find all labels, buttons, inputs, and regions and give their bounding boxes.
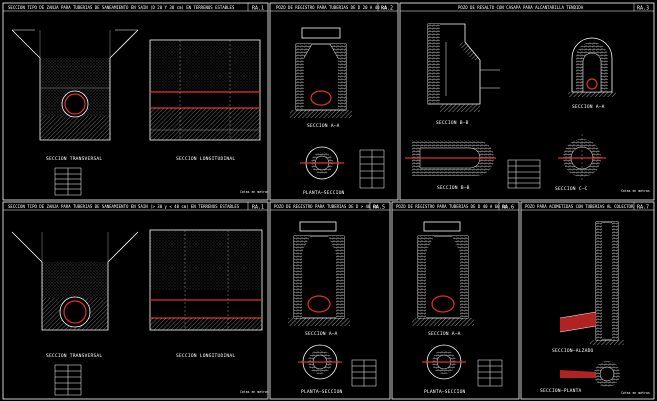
sheet-ra5: POZO DE REGISTRO PARA TUBERIAS DE D > 40…	[269, 201, 391, 400]
dimension-table	[351, 359, 377, 387]
sheet-ra1-bottom: SECCION TIPO DE ZANJA PARA TUBERIAS DE S…	[2, 201, 269, 400]
cotas-note: Cotas en metros	[240, 190, 269, 194]
caption: SECCION A—A	[307, 123, 340, 129]
dimension-table	[477, 359, 503, 387]
sheet-code: RA.6	[502, 205, 514, 211]
sheet-code: RA.5	[373, 205, 385, 211]
sheet-ra6: POZO DE REGISTRO PARA TUBERIAS DE D 40 A…	[391, 201, 520, 400]
manhole-section	[288, 221, 350, 326]
caption: SECCION—ALZADO	[552, 348, 594, 354]
connection-shaft-elevation	[559, 221, 624, 345]
manhole-plan	[298, 344, 342, 380]
manhole-plan	[300, 146, 344, 180]
sheet-title: SECCION TIPO DE ZANJA PARA TUBERIAS DE S…	[8, 5, 235, 10]
trench-longitudinal	[149, 39, 261, 141]
drop-manhole-plan-bb	[405, 140, 496, 176]
caption: PLANTA—SECCION	[301, 389, 343, 395]
cotas-note: Cotas en metros	[621, 391, 650, 395]
manhole-plan	[422, 344, 466, 380]
sheet-code: RA.1	[252, 205, 264, 211]
caption: SECCION A—A	[428, 331, 461, 337]
caption: SECCION TRANSVERSAL	[46, 156, 102, 162]
sheet-code: RA.1	[252, 6, 264, 12]
caption: SECCION C—C	[555, 186, 588, 192]
manhole-section	[290, 27, 352, 118]
caption: PLANTA—SECCION	[424, 389, 466, 395]
caption: SECCION TRANSVERSAL	[46, 353, 102, 359]
dimension-table	[54, 167, 82, 196]
sheet-title: SECCION TIPO DE ZANJA PARA TUBERIAS DE S…	[8, 204, 240, 209]
sheet-ra2: POZO DE REGISTRO PARA TUBERIAS DE D 20 A…	[269, 2, 399, 201]
caption: SECCION LONGITUDINAL	[176, 353, 235, 359]
sheet-ra7: POZO PARA ACOMETIDAS CON TUBERIAS AL COL…	[520, 201, 655, 400]
cotas-note: Cotas en metros	[240, 390, 269, 394]
caption: SECCION A—A	[305, 331, 338, 337]
dimension-table	[507, 159, 541, 189]
connection-shaft-plan	[560, 361, 620, 387]
sheet-code: RA.2	[381, 6, 393, 12]
sheet-title: POZO DE REGISTRO PARA TUBERIAS DE D 20 A…	[276, 5, 387, 10]
caption: SECCION LONGITUDINAL	[176, 156, 235, 162]
caption: SECCION—PLANTA	[540, 388, 582, 394]
sheet-code: RA.3	[637, 6, 649, 12]
drop-manhole-section-bb	[427, 23, 500, 112]
caption: SECCION A—A	[572, 104, 605, 110]
sheet-code: RA.7	[637, 205, 649, 211]
dimension-table	[54, 364, 82, 396]
trench-transversal	[11, 231, 139, 331]
sheet-title: POZO DE REGISTRO PARA TUBERIAS DE D > 40…	[274, 204, 378, 209]
manhole-section	[412, 221, 474, 326]
drop-manhole-section-aa	[568, 37, 616, 97]
cotas-note: Cotas en metros	[621, 189, 650, 193]
caption: SECCION B—B	[437, 185, 470, 191]
sheet-title: POZO PARA ACOMETIDAS CON TUBERIAS AL COL…	[525, 204, 634, 209]
sheet-ra3: POZO DE RESALTO CON CASAPA PARA ALCANTAR…	[399, 2, 655, 201]
drop-manhole-plan-cc	[558, 134, 606, 182]
caption: SECCION B—B	[436, 120, 469, 126]
trench-transversal	[11, 29, 139, 141]
trench-longitudinal	[149, 229, 263, 331]
sheet-title: POZO DE REGISTRO PARA TUBERIAS DE D 40 A…	[396, 204, 507, 209]
dimension-table	[359, 149, 385, 189]
sheet-title: POZO DE RESALTO CON CASAPA PARA ALCANTAR…	[458, 5, 584, 10]
sheet-ra1-top: SECCION TIPO DE ZANJA PARA TUBERIAS DE S…	[2, 2, 269, 201]
caption: PLANTA—SECCION	[303, 190, 345, 196]
